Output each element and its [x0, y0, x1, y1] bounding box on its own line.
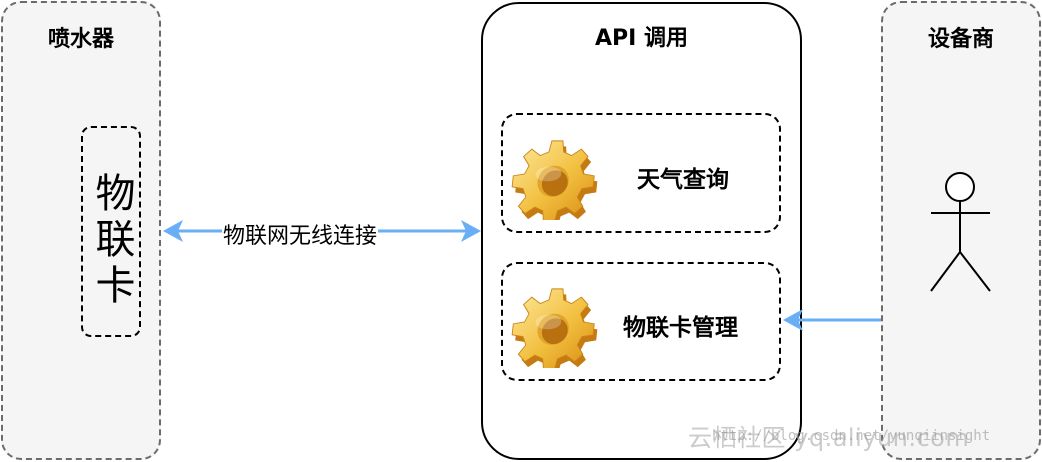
watermark-url: http://blog.csdn.net/yunqiinsight [712, 428, 991, 444]
iot-management-service-box [501, 262, 781, 381]
weather-service-box [501, 113, 781, 233]
sprinkler-lane-title: 喷水器 [47, 27, 114, 52]
gear-icon [511, 140, 598, 220]
iot-card-box: 物联卡 [81, 126, 141, 337]
actor-icon [930, 172, 991, 292]
arrowhead-management [783, 309, 803, 331]
arrowhead-right [461, 220, 481, 242]
arrowhead-left [163, 220, 183, 242]
connection-label: 物联网无线连接 [222, 218, 379, 250]
iot-management-service-label: 物联卡管理 [623, 315, 738, 341]
vendor-lane-title: 设备商 [927, 27, 994, 52]
watermark-main: 云栖社区 yq.aliyun.com [688, 424, 970, 452]
api-title: API 调用 [595, 26, 688, 51]
gear-icon [511, 288, 598, 368]
weather-service-label: 天气查询 [637, 167, 729, 193]
iot-card-label: 物联卡 [88, 172, 135, 310]
